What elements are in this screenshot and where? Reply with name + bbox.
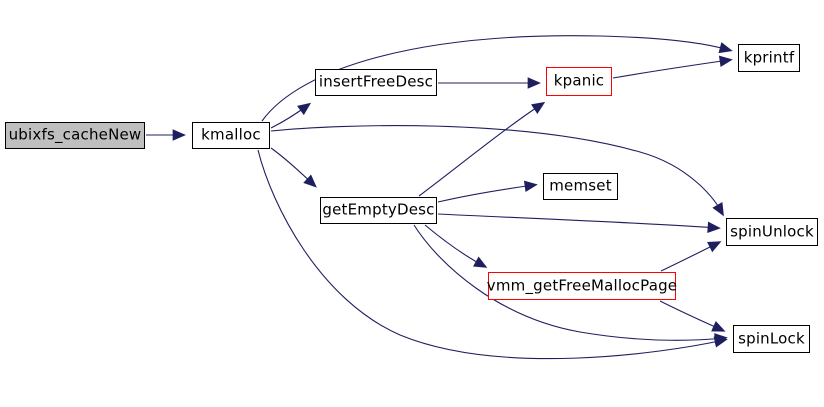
node-kmalloc[interactable]: kmalloc (192, 122, 270, 149)
edge-kmalloc-to-spinLock (257, 149, 728, 360)
arrow-head-icon (531, 101, 546, 114)
edge-kmalloc-to-kprintf (261, 35, 733, 122)
node-ubixfs_cacheNew[interactable]: ubixfs_cacheNew (5, 122, 145, 149)
arrow-head-icon (714, 333, 728, 345)
edge-vmm_getFreeMallocPage-to-spinUnlock (660, 241, 722, 272)
node-label: insertFreeDesc (318, 72, 434, 91)
node-memset[interactable]: memset (543, 173, 618, 200)
arrow-head-icon (297, 102, 312, 116)
node-label: spinUnlock (730, 222, 814, 240)
edge-getEmptyDesc-to-vmm_getFreeMallocPage (424, 224, 488, 268)
node-label: vmm_getFreeMallocPage (486, 276, 678, 294)
node-spinLock[interactable]: spinLock (733, 325, 810, 353)
arrow-head-icon (707, 221, 721, 234)
edge-getEmptyDesc-to-spinLock (413, 224, 728, 345)
edge-insertFreeDesc-to-kpanic (438, 77, 541, 89)
edge-ubixfs_cacheNew-to-kmalloc (146, 129, 186, 141)
edge-getEmptyDesc-to-spinUnlock (437, 213, 721, 234)
edge-kmalloc-to-spinUnlock (270, 125, 724, 217)
node-label: memset (549, 176, 612, 195)
edge-kpanic-to-kprintf (612, 55, 733, 79)
arrow-head-icon (707, 241, 722, 253)
node-label: kpanic (553, 71, 605, 90)
edge-getEmptyDesc-to-kpanic (418, 101, 546, 197)
arrow-head-icon (172, 129, 186, 141)
arrow-head-icon (523, 180, 538, 192)
node-label: getEmptyDesc (322, 200, 435, 219)
node-vmm_getFreeMallocPage[interactable]: vmm_getFreeMallocPage (486, 272, 678, 300)
node-insertFreeDesc[interactable]: insertFreeDesc (315, 69, 437, 96)
node-label: kmalloc (201, 125, 261, 144)
node-kpanic[interactable]: kpanic (546, 67, 612, 96)
edge-kmalloc-to-insertFreeDesc (270, 102, 312, 129)
arrow-head-icon (712, 202, 724, 217)
arrow-head-icon (711, 320, 726, 332)
edge-getEmptyDesc-to-memset (437, 180, 538, 203)
node-label: spinLock (738, 329, 805, 347)
arrow-head-icon (718, 42, 733, 54)
edge-vmm_getFreeMallocPage-to-spinLock (659, 300, 726, 332)
arrow-head-icon (527, 77, 541, 89)
arrow-head-icon (303, 174, 317, 188)
node-label: kprintf (743, 48, 795, 66)
node-getEmptyDesc[interactable]: getEmptyDesc (320, 197, 437, 224)
arrow-head-icon (718, 55, 733, 68)
node-label: ubixfs_cacheNew (8, 125, 142, 144)
node-spinUnlock[interactable]: spinUnlock (726, 218, 818, 246)
arrow-head-icon (473, 256, 488, 268)
edge-kmalloc-to-getEmptyDesc (270, 147, 317, 188)
node-kprintf[interactable]: kprintf (738, 44, 800, 72)
